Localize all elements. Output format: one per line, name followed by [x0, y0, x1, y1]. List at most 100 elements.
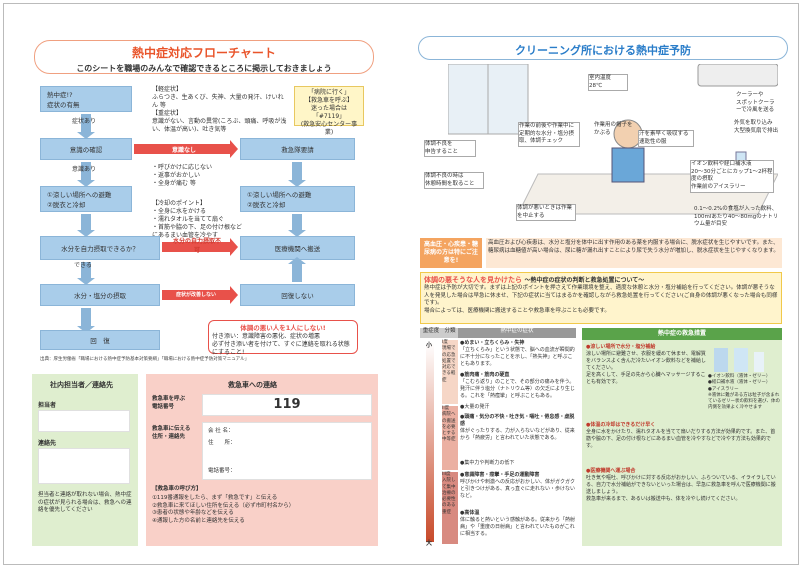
emergency-hotline-note: 「病院に行く」 【救急車を呼ぶ】 迷った場合は「#7119」 (救急安心センター…	[294, 86, 364, 136]
conscious-label: 意識あり	[72, 166, 97, 173]
flowchart-subtitle: このシートを職場のみんなで確認できるところに掲示しておきましょう	[76, 64, 332, 73]
cooling-box-2: ①涼しい場所への避難 ②脱衣と冷却	[240, 186, 355, 212]
risk-label: 高血圧・心疾患・糖尿病の方は特にご注意を!	[420, 238, 482, 268]
can-drink-label: できる	[74, 262, 92, 269]
class-1: I度 現場での応急処置で対応できる軽症	[442, 340, 458, 404]
first-aid-1-title: ●涼しい場所で水分・塩分補給	[586, 344, 656, 350]
workplace-illustration	[448, 64, 778, 215]
first-aid-2-text: 全身に水をかけたり、濡れタオルを当てて扇いだりする方法が効果的です。また、首筋や…	[586, 429, 776, 449]
symptom-2: ●筋肉痛・筋肉の硬直「こむら返り」のことで、その部分の痛みを伴う。発汗に伴う塩分…	[460, 372, 576, 400]
symptom-check-box: 熱中症!? 症状の有無	[40, 86, 132, 112]
flowchart-title-pill: 熱中症対応フローチャート このシートを職場のみんなで確認できるところに掲示してお…	[34, 40, 374, 74]
prevention-title-pill: クリーニング所における熱中症予防	[418, 36, 788, 60]
phone-label: 救急車を呼ぶ 電話番号	[152, 396, 186, 410]
source-note: 出典：厚生労働省「職場における熱中症予防基本対策要綱」「職場における熱中症予防対…	[40, 357, 250, 362]
call-steps: ①119番通報をしたら、まず「救急です」と伝える ②救急車に来てほしい住所を伝え…	[152, 495, 295, 525]
no-improvement-label: 症状が改善しない	[175, 292, 216, 298]
first-aid-2: ●体温の冷却はできるだけ早く全身に水をかけたり、濡れタオルを当てて扇いだりする方…	[586, 422, 780, 450]
hospital-transport-box: 医療機関へ搬送	[240, 236, 355, 260]
callout-ventilation: 外気を取り込み 大型換気扇で排出	[734, 120, 779, 134]
down-arrow	[288, 214, 306, 237]
down-arrow	[77, 214, 95, 237]
first-aid-1-text: 涼しい場所に避難させ、衣服を緩めて休ませ、電解質をバランスよく含んだ冷たいイオン…	[586, 351, 706, 385]
first-aid-title: 熱中症の救急措置	[582, 328, 782, 340]
symptom-7-desc: 体に触ると熱いという感触がある。従来から「熱射病」や「重度の日射病」と言われてい…	[460, 517, 576, 537]
symptom-6: ●意識障害・痙攣・手足の運動障害呼びかけや刺激への反応がおかしい、体がガクガクと…	[460, 472, 576, 500]
document-frame	[3, 3, 799, 565]
ambulance-panel-title: 救急車への連絡	[228, 381, 277, 389]
tel-label: 電話番号：	[208, 468, 236, 474]
right-arrow	[134, 140, 238, 158]
callout-cooler: クーラーや スポットクーラーで冷風を送る	[736, 92, 775, 114]
symptom-5: ●集中力や判断力の低下	[460, 460, 515, 466]
cannot-drink-label: 水分の自力摂取不可	[172, 238, 221, 254]
unconscious-label: 意識なし	[172, 147, 197, 154]
severity-small: 小	[426, 342, 433, 349]
symptom-6-title: ●意識障害・痙攣・手足の運動障害	[460, 472, 540, 478]
warning-line-2: 必ず付き添い者を付けて、すぐに連絡を取れる状態にすること!	[212, 340, 350, 356]
company-label: 会 社 名：	[208, 428, 234, 434]
callout-hydration: 作業の前後や作業中に定期的な水分・塩分摂取、体調チェック	[518, 122, 580, 148]
person-label: 担当者	[38, 402, 57, 409]
fluid-intake-box: 水分・塩分の摂取	[40, 284, 160, 306]
address-label: 救急車に伝える 住所・連絡先	[152, 426, 191, 440]
recovered-box: 回 復	[40, 330, 160, 350]
symptom-list: 【軽症状】 ふらつき、生あくび、失神、大量の発汗、けいれん 等 【重症状】 意識…	[152, 86, 287, 134]
callout-drinks: イオン飲料や経口補水液 20〜30分ごとにカップ1〜2杯程度の摂取 作業前のアイ…	[690, 160, 774, 193]
callout-report: 体調不良を 申告すること	[424, 140, 476, 158]
consciousness-check-box: 意識の確認	[40, 138, 132, 160]
address-field[interactable]	[202, 422, 372, 480]
contact-note: 担当者と連絡が取れない場合、熱中症の症状が見られる場合は、救急への連絡を優先して…	[38, 492, 132, 514]
header-symptom: 熱中症の症状	[458, 328, 576, 338]
callout-clothes: 汗を素早く吸収する速乾性の服	[638, 130, 694, 148]
symptom-3: ●大量の発汗	[460, 404, 490, 410]
warning-panel: 体調の悪そうな人を見かけたら 〜熱中症の症状の判断と救急処置について〜 熱中症は…	[420, 272, 782, 324]
symptom-1-desc: 「立ちくらみ」という状態で、脳への血流が瞬間的に不十分になったことを示し、「熱失…	[460, 347, 575, 367]
prevention-title: クリーニング所における熱中症予防	[515, 44, 691, 57]
prevention-page: クリーニング所における熱中症予防 室内温度 28℃ クーラーや スポットクーラー…	[418, 30, 788, 550]
right-arrow	[162, 238, 238, 256]
person-field[interactable]	[38, 410, 130, 432]
callout-rest: 体調不良の時は 休憩時間を取ること	[424, 172, 484, 190]
consciousness-checks: ・呼びかけに応じない ・返事がおかしい ・全身が痛む 等	[152, 164, 213, 188]
contact-field[interactable]	[38, 448, 130, 484]
down-arrow	[77, 308, 95, 333]
contact-panel-title: 社内担当者／連絡先	[50, 381, 113, 389]
symptom-2-title: ●筋肉痛・筋肉の硬直	[460, 372, 510, 378]
risk-text: 高血圧および心疾患は、水分と塩分を体中に出す作用のある薬を内服する場合に、脱水症…	[486, 238, 782, 268]
down-arrow	[77, 162, 95, 187]
first-aid-panel	[582, 328, 782, 546]
flowchart-title: 熱中症対応フローチャート	[132, 46, 276, 60]
symptom-7: ●高体温体に触ると熱いという感触がある。従来から「熱射病」や「重度の日射病」と言…	[460, 510, 576, 538]
warning-panel-text: 熱中症は予防が大切です。まずは上記のポイントを押さえて作業環境を整え、適度な休憩…	[424, 285, 778, 314]
callout-salt: 0.1〜0.2%の食塩が入った飲料、100mlあたり40〜80mgのナトリウム量…	[694, 206, 779, 228]
severity-bar	[426, 342, 434, 542]
symptom-1-title: ●めまい・立ちくらみ・失神	[460, 340, 525, 346]
cooling-points: 【冷却のポイント】 ・全身に水をかける ・濡れタオルを当てて扇ぐ ・首筋や脇の下…	[152, 200, 243, 240]
header-severity: 重症度	[420, 328, 442, 338]
cooling-box: ①涼しい場所への避難 ②脱衣と冷却	[40, 186, 132, 212]
drink-note: ※液体に難がある方は粒子が含まれているゼリー状の飲料を選び、体の内側を効果よく冷…	[708, 392, 780, 411]
addr-label: 住 所：	[208, 440, 236, 446]
phone-number: 119	[202, 394, 372, 416]
down-arrow	[77, 262, 95, 285]
severity-large: 大	[426, 540, 433, 547]
symptom-4: ●頭痛・気分の不快・吐き気・嘔吐・倦怠感・虚脱感体がぐったりする、力が入らないな…	[460, 414, 576, 442]
class-3: III度 入院して集中治療の必要性のある重症	[442, 472, 458, 544]
symptom-7-title: ●高体温	[460, 510, 480, 516]
down-arrow	[288, 162, 306, 187]
first-aid-3: ●医療機関へ運ぶ場合吐き気や嘔吐、呼びかけに対する反応がおかしい、ふらついている…	[586, 468, 780, 503]
first-aid-1: ●涼しい場所で水分・塩分補給涼しい場所に避難させ、衣服を緩めて休ませ、電解質をバ…	[586, 344, 706, 386]
callout-temperature: 室内温度 28℃	[588, 74, 628, 92]
first-aid-2-title: ●体温の冷却はできるだけ早く	[586, 422, 656, 428]
up-arrow	[292, 264, 302, 282]
drink-2: ●経口補水液（液体・ゼリー）	[708, 380, 771, 386]
first-aid-3-text: 吐き気や嘔吐、呼びかけに対する反応がおかしい、ふらついている、イライラしている、…	[586, 475, 776, 502]
not-recovered-box: 回復しない	[240, 284, 355, 306]
drink-bottles-icon	[708, 344, 780, 374]
call-steps-title: 【救急車の呼び方】	[152, 486, 202, 492]
warning-box: 体調の悪い人を1人にしない! 付き添い：意識障害の悪化、症状の増悪 必ず付き添い…	[208, 320, 358, 356]
contact-label: 連絡先	[38, 440, 57, 447]
drink-list: ●イオン飲料（液体・ゼリー） ●経口補水液（液体・ゼリー） ●アイスラリー ※液…	[708, 344, 780, 412]
callout-hat: 作業用の帽子を かぶる	[594, 122, 633, 136]
